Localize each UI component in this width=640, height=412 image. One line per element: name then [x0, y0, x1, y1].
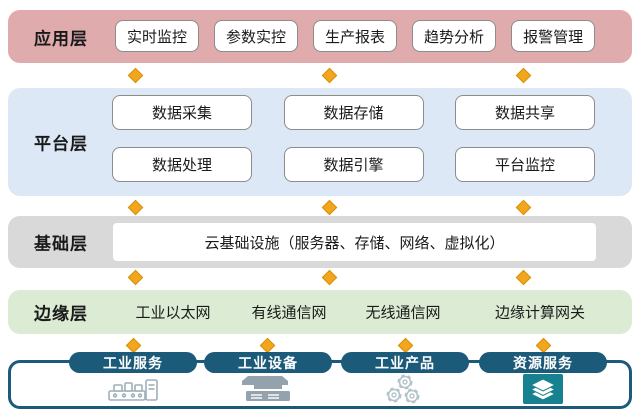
platform-item-platform-monitoring: 平台监控	[455, 147, 595, 182]
app-item-parameter-control: 参数实控	[214, 20, 299, 52]
layer-infrastructure: 基础层 云基础设施（服务器、存储、网络、虚拟化）	[8, 216, 632, 268]
connector-diamond-icon	[321, 269, 338, 286]
platform-item-data-sharing: 数据共享	[455, 95, 595, 130]
stacked-layers-icon	[523, 374, 563, 404]
layer-infrastructure-label: 基础层	[34, 234, 88, 254]
connector-diamond-icon	[535, 337, 552, 354]
app-item-realtime-monitoring: 实时监控	[115, 20, 200, 52]
edge-item-edge-gateway: 边缘计算网关	[494, 304, 586, 322]
layer-edge: 边缘层 工业以太网 有线通信网 无线通信网 边缘计算网关	[8, 290, 632, 334]
layer-platform: 平台层 数据采集 数据存储 数据共享 数据处理 数据引擎 平台监控	[8, 88, 632, 196]
connector-diamond-icon	[127, 199, 144, 216]
platform-item-data-engine: 数据引擎	[283, 147, 424, 182]
production-line-icon	[108, 379, 158, 401]
connector-diamond-icon	[321, 67, 338, 84]
edge-item-industrial-ethernet: 工业以太网	[135, 304, 211, 322]
platform-item-data-storage: 数据存储	[283, 95, 424, 130]
connector-diamond-icon	[515, 199, 532, 216]
layer-edge-label: 边缘层	[34, 304, 88, 324]
cloud-infrastructure-box: 云基础设施（服务器、存储、网络、虚拟化）	[113, 223, 596, 261]
connector-diamond-icon	[127, 67, 144, 84]
edge-item-wired-network: 有线通信网	[251, 304, 327, 322]
platform-row-1: 数据采集 数据存储 数据共享	[112, 95, 595, 130]
connector-diamond-icon	[127, 269, 144, 286]
connector-diamond-icon	[515, 269, 532, 286]
platform-row-2: 数据处理 数据引擎 平台监控	[112, 147, 595, 182]
gears-icon	[386, 374, 420, 404]
group-industrial-services: 工业服务	[69, 352, 197, 373]
connector-diamond-icon	[397, 337, 414, 354]
app-item-alarm-management: 报警管理	[511, 20, 596, 52]
connector-diamond-icon	[515, 67, 532, 84]
edge-item-wireless-network: 无线通信网	[365, 304, 441, 322]
app-item-production-report: 生产报表	[313, 20, 398, 52]
app-item-trend-analysis: 趋势分析	[412, 20, 497, 52]
layer-application: 应用层 实时监控 参数实控 生产报表 趋势分析 报警管理	[8, 10, 632, 63]
connector-diamond-icon	[259, 337, 276, 354]
platform-item-data-collection: 数据采集	[112, 95, 252, 130]
layer-application-label: 应用层	[34, 29, 88, 48]
connector-diamond-icon	[125, 337, 142, 354]
group-industrial-products: 工业产品	[341, 352, 469, 373]
layer-platform-label: 平台层	[34, 134, 88, 154]
platform-item-data-processing: 数据处理	[112, 147, 252, 182]
group-resource-services: 资源服务	[479, 352, 607, 373]
machine-tool-icon	[242, 376, 290, 401]
group-industrial-equipment: 工业设备	[204, 352, 332, 373]
connector-diamond-icon	[321, 199, 338, 216]
application-items: 实时监控 参数实控 生产报表 趋势分析 报警管理	[115, 20, 596, 52]
